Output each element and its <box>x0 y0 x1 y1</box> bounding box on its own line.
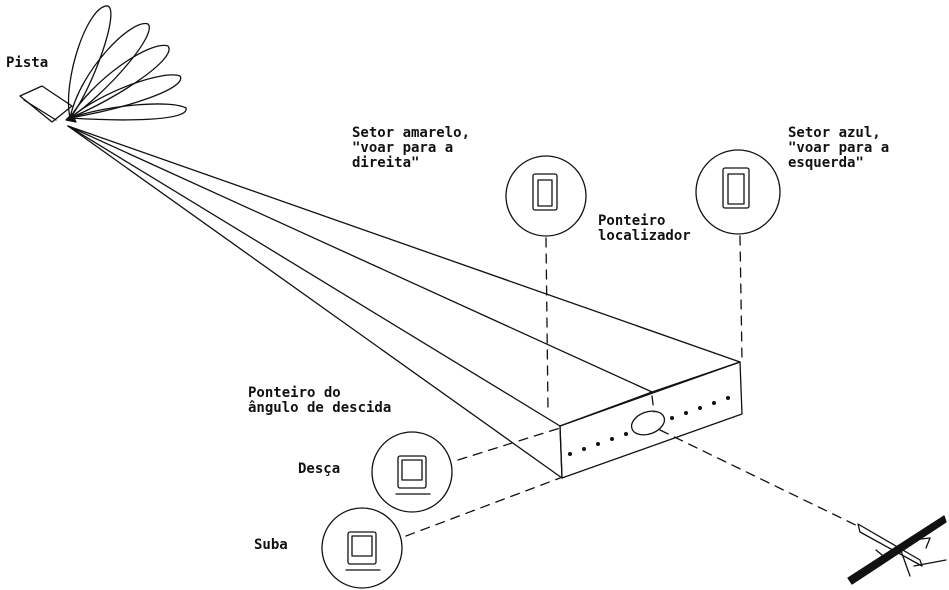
localizer-leaders <box>545 235 743 413</box>
approach-path <box>659 429 871 533</box>
label-glide-pointer: Ponteiro do ângulo de descida <box>248 385 392 416</box>
label-runway: Pista <box>6 55 49 71</box>
center-ellipse <box>630 410 666 436</box>
instrument-yellow-sector <box>505 155 587 237</box>
label-yellow-sector: Setor amarelo, "voar para a direita" <box>352 125 471 171</box>
instrument-blue-sector <box>695 149 781 235</box>
runway <box>19 85 73 123</box>
label-descend: Desça <box>298 461 341 477</box>
glide-slope-lobes <box>65 5 187 123</box>
beam-box <box>559 361 743 479</box>
label-blue-sector: Setor azul, "voar para a esquerda" <box>788 125 890 171</box>
instrument-climb <box>321 507 403 589</box>
beam-lines <box>67 125 741 479</box>
label-climb: Suba <box>254 537 288 553</box>
airplane <box>847 515 947 585</box>
glide-leaders <box>405 427 561 537</box>
instrument-descend <box>371 431 453 513</box>
box-dots <box>568 396 730 456</box>
label-localizer-pointer: Ponteiro localizador <box>598 213 691 244</box>
